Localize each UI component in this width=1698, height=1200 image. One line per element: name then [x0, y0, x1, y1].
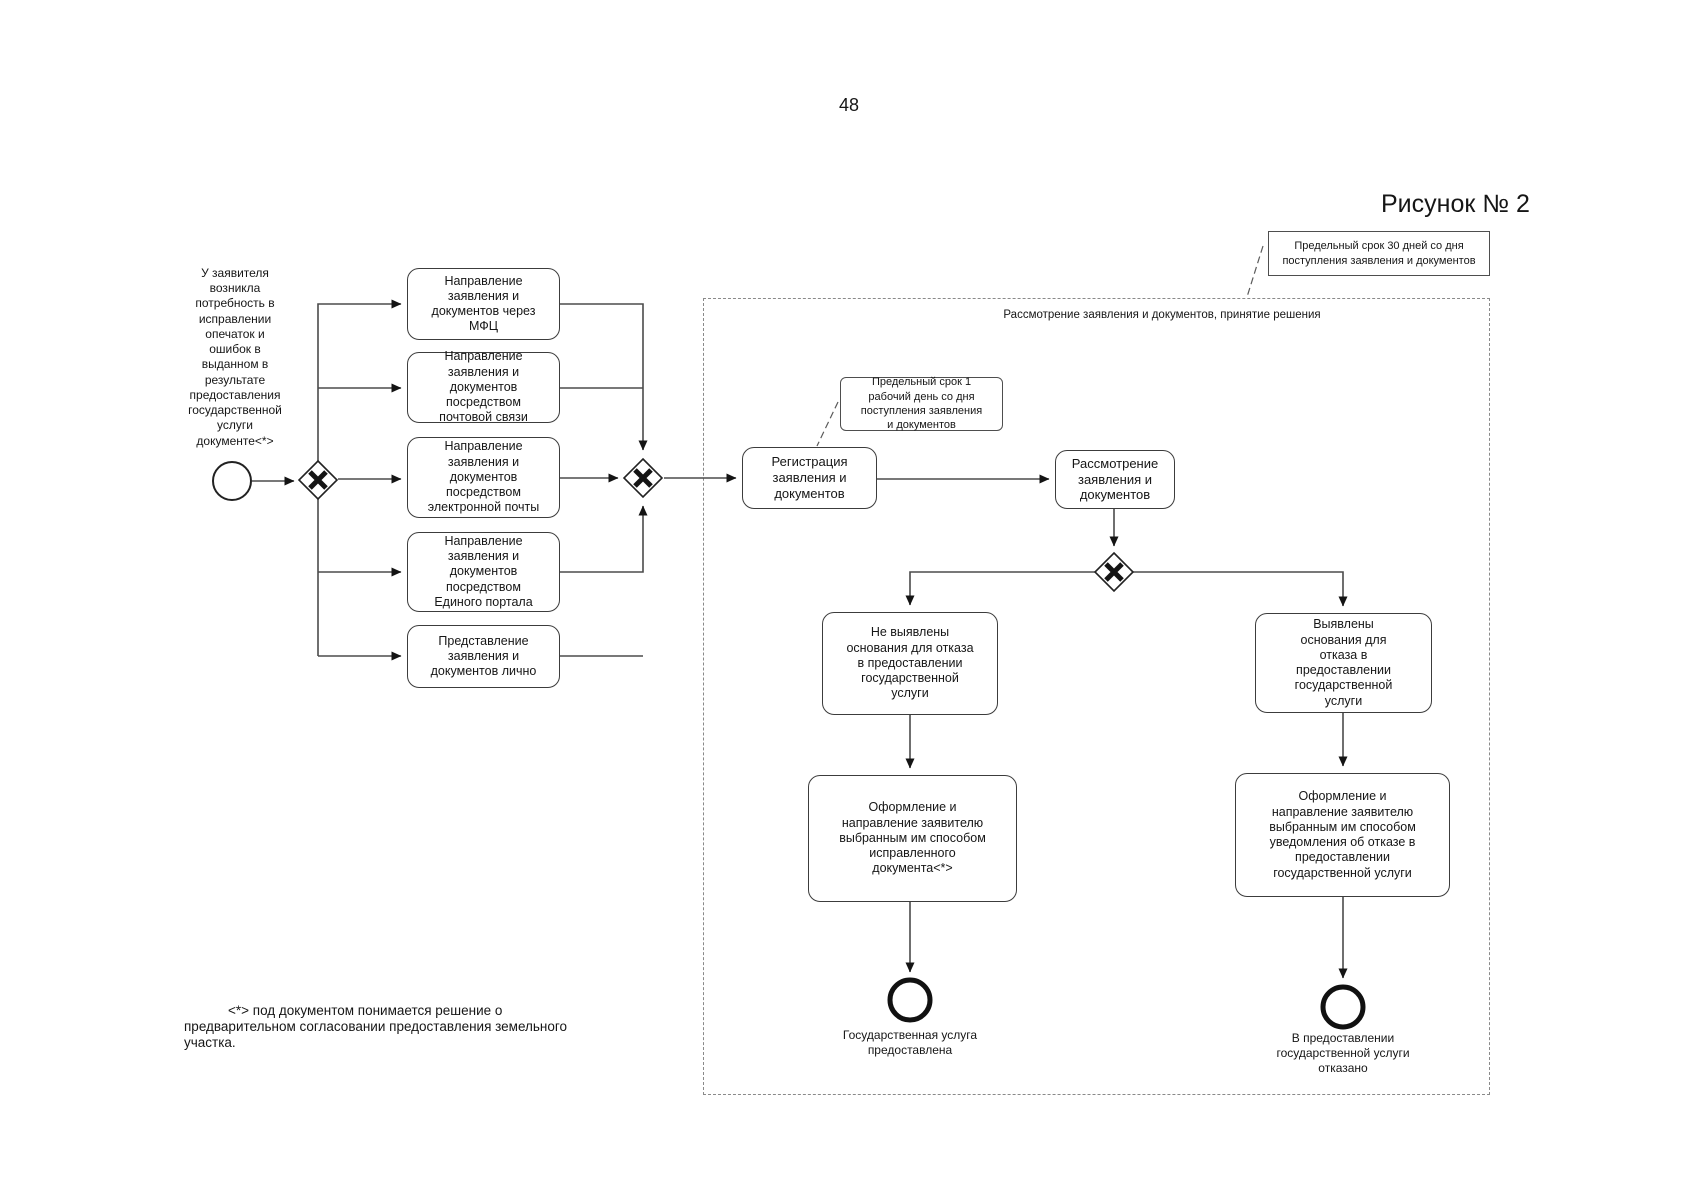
deadline-note-30-days: Предельный срок 30 дней со дня поступлен…	[1268, 231, 1490, 276]
footnote: <*> под документом понимается решение о …	[184, 1003, 568, 1051]
end-event-refused-label: В предоставлении государственной услуги …	[1276, 1031, 1410, 1075]
task-label: Направление заявления и документов посре…	[427, 439, 540, 515]
page-number: 48	[838, 95, 860, 115]
task-label: Выявлены основания для отказа в предоста…	[1294, 617, 1393, 708]
task-label: Направление заявления и документов посре…	[439, 349, 528, 425]
task-submit-in-person: Представление заявления и документов лич…	[407, 625, 560, 688]
task-label: Направление заявления и документов через…	[431, 273, 536, 334]
task-label: Направление заявления и документов посре…	[434, 533, 533, 609]
outcome-no-refusal-grounds: Не выявлены основания для отказа в предо…	[822, 612, 998, 715]
task-submit-via-post: Направление заявления и документов посре…	[407, 349, 560, 425]
annotation-text: Предельный срок 30 дней со дня поступлен…	[1282, 240, 1476, 267]
task-submit-via-portal: Направление заявления и документов посре…	[407, 532, 560, 612]
end-event-provided-label: Государственная услуга предоставлена	[842, 1028, 978, 1057]
task-issue-refusal-notice: Оформление и направление заявителю выбра…	[1235, 773, 1450, 897]
task-label: Регистрация заявления и документов	[771, 454, 848, 501]
task-label: Оформление и направление заявителю выбра…	[1269, 789, 1416, 880]
annotation-text: Предельный срок 1 рабочий день со дня по…	[860, 376, 983, 432]
trigger-note: У заявителя возникла потребность в испра…	[188, 266, 282, 448]
task-label: Рассмотрение заявления и документов	[1071, 455, 1159, 503]
task-label: Не выявлены основания для отказа в предо…	[846, 625, 974, 701]
subprocess-container: Рассмотрение заявления и документов, при…	[703, 298, 1490, 1095]
start-event-icon	[212, 461, 252, 501]
task-review: Рассмотрение заявления и документов	[1055, 450, 1175, 509]
exclusive-gateway-split-icon	[297, 459, 339, 501]
deadline-note-1-day: Предельный срок 1 рабочий день со дня по…	[840, 376, 1003, 432]
task-label: Представление заявления и документов лич…	[430, 633, 537, 679]
task-label: Оформление и направление заявителю выбра…	[839, 800, 986, 876]
exclusive-gateway-merge-icon	[622, 457, 664, 499]
subprocess-title: Рассмотрение заявления и документов, при…	[1003, 309, 1321, 321]
task-issue-corrected-document: Оформление и направление заявителю выбра…	[808, 775, 1017, 902]
task-submit-via-mfc: Направление заявления и документов через…	[407, 268, 560, 340]
task-registration: Регистрация заявления и документов	[742, 447, 877, 509]
task-submit-via-email: Направление заявления и документов посре…	[407, 437, 560, 518]
figure-caption: Рисунок № 2	[1381, 190, 1530, 218]
outcome-refusal-grounds: Выявлены основания для отказа в предоста…	[1255, 613, 1432, 713]
